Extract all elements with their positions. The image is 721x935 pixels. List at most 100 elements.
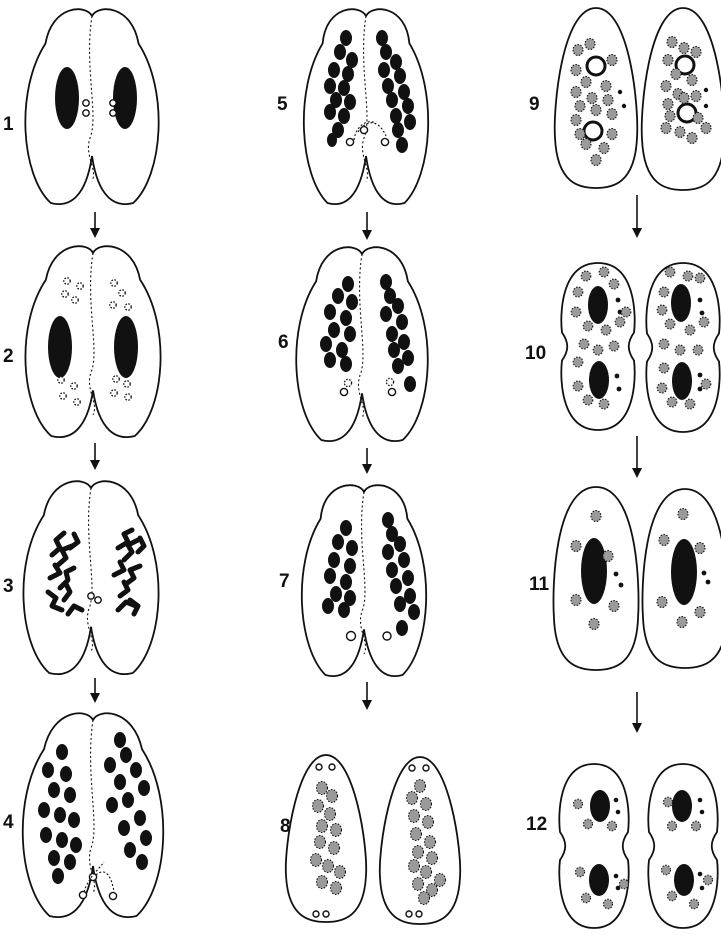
grey-fragment [685,325,695,335]
grey-fragment [693,345,703,355]
macronuclear-fragment [332,288,344,304]
macronuclear-fragment [382,544,394,560]
macronuclear-fragment [408,604,420,620]
grey-fragment [413,846,424,859]
macronuclear-fragment [402,98,414,114]
micronucleus [704,88,708,92]
grey-fragment [415,780,426,793]
grey-fragment [683,271,693,281]
micronucleus [79,891,86,898]
macronuclear-fragment [386,562,398,578]
grey-fragment [317,876,328,889]
macronuclear-fragment [48,850,60,866]
grey-fragment [663,55,673,66]
macronucleus [672,362,692,400]
macronuclear-fragment [324,78,336,94]
stage-label-7: 7 [279,571,290,592]
grey-fragment [685,399,695,409]
macronuclear-fragment [346,52,358,68]
macronuclear-fragment [378,62,390,78]
grey-fragment [693,113,703,124]
grey-fragment [593,345,603,355]
macronuclear-fragment [328,552,340,568]
micronucleus [109,892,116,899]
grey-fragment [657,597,667,608]
dividing-cell [559,764,628,928]
grey-fragment [407,792,418,805]
grey-fragment [659,339,669,349]
macronuclear-fragment [392,358,404,374]
grey-fragment [327,790,338,803]
grey-fragment [687,133,697,144]
macronuclear-fragment [70,837,82,853]
grey-fragment [699,317,709,327]
grey-fragment [668,891,677,901]
micronucleus-dotted [124,381,130,387]
conjugant-pair-outline [23,481,158,674]
grey-fragment [701,379,711,389]
grey-fragment [581,77,591,88]
micronucleus [409,765,415,771]
grey-fragment [607,129,617,140]
grey-fragment [671,69,681,80]
grey-fragment [581,139,591,150]
grey-fragment [579,339,589,349]
grey-fragment [331,882,342,895]
nuclear-anlage [584,122,602,140]
stage-label-5: 5 [277,94,288,115]
micronucleus-dotted [111,280,117,286]
micronucleus [614,874,619,879]
dividing-cell [648,764,717,928]
macronuclear-fragment [320,336,332,352]
micronucleus [346,138,353,145]
macronuclear-fragment [42,762,54,778]
macronuclear-fragment [324,568,336,584]
grey-fragment [315,836,326,849]
stage-label-1: 1 [3,114,14,135]
micronucleus [110,110,116,116]
micronucleus [616,886,621,891]
grey-fragment [571,307,581,317]
grey-fragment [325,808,336,821]
macronuclear-fragment [392,298,404,314]
grey-fragment [691,47,701,58]
grey-fragment [582,893,591,903]
grey-fragment [667,397,677,407]
micronucleus-dotted [386,378,393,385]
micronucleus [615,374,620,379]
micronucleus [340,388,347,395]
micronucleus-dotted [125,304,131,310]
macronuclear-fragment [48,782,60,798]
grey-fragment [675,345,685,355]
micronucleus [110,100,116,106]
micronucleus [698,872,703,877]
arrow-head [90,460,100,470]
macronuclear-fragment [124,842,136,858]
grey-fragment [423,816,434,829]
macronuclear-fragment [340,574,352,590]
micronucleus-dotted [77,283,83,289]
grey-fragment [571,87,581,98]
grey-fragment [615,317,625,327]
grey-fragment [411,828,422,841]
macronuclear-fragment [114,732,126,748]
micronucleus-dotted [111,390,117,396]
micronucleus-dotted [125,394,131,400]
grey-fragment [425,836,436,849]
micronucleus [616,810,621,815]
grey-fragment [603,551,613,562]
macronucleus [672,790,692,822]
stage-1-cells [25,9,158,204]
macronuclear-fragment [346,294,358,310]
macronuclear-fragment [332,534,344,550]
micronucleus [329,764,335,770]
grey-fragment [317,820,328,833]
micronucleus [381,138,388,145]
macronuclear-fragment [324,304,336,320]
grey-fragment [695,607,705,618]
micronucleus-dotted [62,291,68,297]
grey-fragment [608,821,617,831]
micronucleus [416,911,422,917]
grey-fragment [667,37,677,48]
micronucleus [95,597,101,603]
